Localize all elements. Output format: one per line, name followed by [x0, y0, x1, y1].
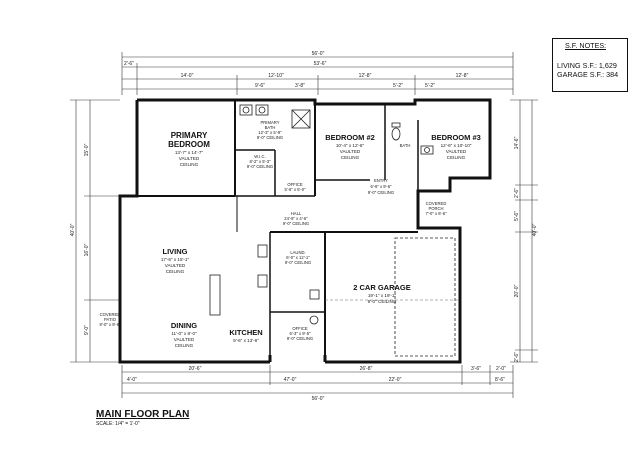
dim-bottom-b: 26'-8": [360, 366, 373, 372]
dim-right-c: 5'-6": [514, 211, 520, 221]
laund-label: LAUND.: [290, 250, 305, 255]
dim-bottom-row3-b: 8'-6": [495, 377, 505, 383]
dining-ceiling1: VAULTED: [174, 337, 195, 342]
dim-bottom-overall: 56'-0": [312, 396, 325, 402]
dim-bottom-c: 3'-6": [471, 366, 481, 372]
dim-top-row3-c: 5'-2": [393, 83, 403, 89]
wic-size: 8'-2" x 5'-3": [249, 159, 271, 164]
covered-porch-label-2: PORCH: [428, 206, 443, 211]
dim-top-row3-a: 9'-6": [255, 83, 265, 89]
hall-label: HALL: [291, 211, 302, 216]
sf-notes-box: S.F. NOTES: LIVING S.F.: 1,629 GARAGE S.…: [552, 38, 628, 92]
dim-top-row2-d: 12'-8": [456, 73, 469, 79]
garage-ceiling: 9'-0" CEILING: [368, 299, 397, 304]
dining-label: DINING: [171, 321, 197, 330]
dim-bottom-d: 2'-0": [496, 366, 506, 372]
primary-bedroom-label-2: BEDROOM: [168, 140, 210, 149]
top-dimension-lines: [121, 52, 514, 95]
right-dimension-lines: [510, 99, 538, 363]
primary-bath-label-2: BATH: [265, 125, 276, 130]
bedroom3-ceiling1: VAULTED: [446, 149, 467, 154]
bath-label: BATH: [400, 143, 411, 148]
covered-patio-size: 8'-0" x 9'-6": [99, 322, 121, 327]
office-small-size: 5'-6" x 5'-0": [284, 187, 306, 192]
primary-bedroom-ceiling2: CEILING: [180, 162, 199, 167]
dim-top-row3-b: 3'-8": [295, 83, 305, 89]
primary-bedroom-ceiling1: VAULTED: [179, 156, 200, 161]
primary-bath-ceiling: 9'-0" CEILING: [257, 135, 283, 140]
sf-notes-title: S.F. NOTES:: [565, 41, 607, 50]
dim-bottom-row2-a: 47'-0": [284, 377, 297, 383]
plan-scale: SCALE: 1/4" = 1'-0": [96, 421, 140, 427]
covered-porch-size: 7'-0" x 6'-6": [425, 211, 447, 216]
living-sf: LIVING S.F.: 1,629: [557, 61, 617, 70]
bedroom2-ceiling2: CEILING: [341, 155, 360, 160]
primary-bedroom-label-1: PRIMARY: [171, 131, 208, 140]
living-ceiling1: VAULTED: [165, 263, 186, 268]
garage-label: 2 CAR GARAGE: [353, 283, 411, 292]
dim-top-row2-b: 12'-10": [268, 73, 284, 79]
dim-right-e: 2'-6": [514, 352, 520, 362]
bottom-dimension-lines: [121, 365, 514, 398]
covered-patio-label-2: PATIO: [104, 317, 117, 322]
office-small-label: OFFICE: [287, 182, 303, 187]
covered-patio-label-1: COVERED: [100, 312, 121, 317]
garage-sf: GARAGE S.F.: 384: [557, 70, 619, 79]
bedroom3-ceiling2: CEILING: [447, 155, 466, 160]
interior-walls: [137, 100, 419, 362]
dim-top-row3-d: 5'-2": [425, 83, 435, 89]
dim-right-d: 20'-0": [514, 284, 520, 297]
dim-top-row1-b: 53'-6": [314, 61, 327, 67]
dim-bottom-row3-a: 4'-0": [127, 377, 137, 383]
dim-top-row1-a: 2'-6": [124, 61, 134, 67]
fixtures: [209, 104, 460, 357]
entry-label: ENTRY: [374, 178, 388, 183]
entry-ceiling: 9'-0" CEILING: [368, 190, 394, 195]
bedroom2-size: 10'-4" x 12'-6": [336, 143, 365, 148]
living-size: 17'-6" x 15'-1": [161, 257, 190, 262]
dim-left-overall: 40'-0": [70, 223, 76, 236]
garage-size: 19'-1" x 19'-1": [368, 293, 397, 298]
hall-size: 24'-8" x 4'-6": [284, 216, 308, 221]
dim-top-overall: 56'-0": [312, 51, 325, 57]
wic-label: W.I.C.: [254, 154, 265, 159]
laund-size: 6'-0" x 12'-1": [286, 255, 310, 260]
dim-right-a: 14'-6": [514, 136, 520, 149]
laund-ceiling: 9'-0" CEILING: [285, 260, 311, 265]
bedroom3-size: 12'-6" x 10'-10": [441, 143, 472, 148]
wic-ceiling: 9'-0" CEILING: [247, 164, 273, 169]
bedroom3-label: BEDROOM #3: [431, 133, 481, 142]
office-label: OFFICE: [292, 326, 308, 331]
kitchen-label: KITCHEN: [229, 328, 262, 337]
bedroom2-ceiling1: VAULTED: [340, 149, 361, 154]
covered-porch-label-1: COVERED: [426, 201, 447, 206]
office-size: 6'-3" x 9'-5": [289, 331, 311, 336]
entry-size: 6'-6" x 9'-6": [370, 184, 392, 189]
kitchen-size: 9'-6" x 13'-6": [233, 338, 259, 343]
dim-left-b: 16'-0": [84, 243, 90, 256]
dim-left-a: 15'-0": [84, 143, 90, 156]
hall-ceiling: 9'-0" CEILING: [283, 221, 309, 226]
dim-top-row2-c: 12'-8": [359, 73, 372, 79]
living-ceiling2: CEILING: [166, 269, 185, 274]
primary-bath-size: 12'-3" x 5'-9": [258, 130, 282, 135]
office-ceiling: 9'-0" CEILING: [287, 336, 313, 341]
left-dimension-lines: [70, 99, 120, 363]
bedroom2-label: BEDROOM #2: [325, 133, 375, 142]
living-label: LIVING: [162, 247, 187, 256]
dim-bottom-row2-b: 22'-0": [389, 377, 402, 383]
dim-top-row2-a: 14'-0": [181, 73, 194, 79]
dim-right-b: 2'-6": [514, 188, 520, 198]
plan-title: MAIN FLOOR PLAN: [96, 409, 190, 420]
dim-left-c: 9'-0": [84, 325, 90, 335]
dim-right-overall: 40'-0": [532, 223, 538, 236]
dining-size: 11'-0" x 8'-0": [171, 331, 197, 336]
dining-ceiling2: CEILING: [175, 343, 194, 348]
dim-bottom-a: 20'-6": [189, 366, 202, 372]
primary-bedroom-size: 13'-7" x 14'-7": [175, 150, 204, 155]
primary-bath-label-1: PRIMARY: [260, 120, 279, 125]
